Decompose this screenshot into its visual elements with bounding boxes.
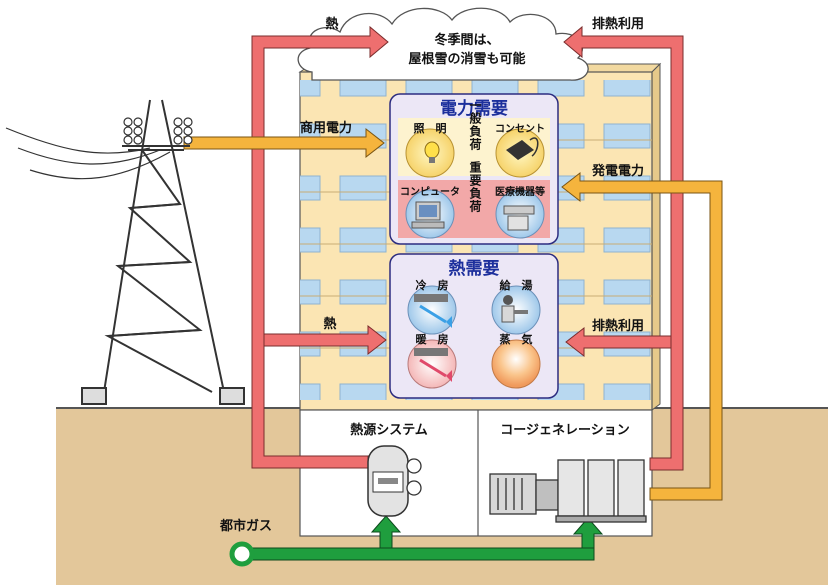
label-exhaust-mid: 排熱利用: [592, 318, 644, 334]
general-load-label: 一般負荷: [468, 99, 482, 151]
item-hot-water: 給 湯: [500, 278, 533, 292]
label-commercial-power: 商用電力: [300, 120, 352, 136]
item-cooling: 冷 房: [416, 278, 449, 292]
item-lighting: 照 明: [414, 122, 447, 135]
heat-source-machine-icon: [367, 445, 422, 517]
lighting-icon: [405, 128, 455, 178]
label-heat-mid: 熱: [323, 316, 336, 332]
power-demand-title: 電力需要: [440, 98, 508, 119]
important-load-label: 重要負荷: [468, 160, 482, 213]
heat-demand-title: 熱需要: [449, 258, 500, 279]
cooling-icon: [407, 285, 457, 335]
room-cogeneration: コージェネレーション: [500, 423, 629, 438]
commercial-power-line: [183, 127, 385, 159]
item-computer: コンピュータ: [400, 186, 460, 198]
cloud-text-line2: 屋根雪の消雪も可能: [408, 51, 525, 67]
insulator-icons: [123, 117, 193, 145]
heat-pipe-left: [251, 25, 389, 469]
outlet-icon: [495, 128, 545, 178]
item-outlet: コンセント: [495, 123, 545, 135]
hot-water-icon: [491, 285, 541, 335]
power-tower-icon: [5, 99, 245, 405]
room-heat-source: 熱源システム: [350, 422, 428, 438]
steam-icon: [491, 339, 541, 389]
gas-pipe: [241, 515, 604, 561]
label-heat-top: 熱: [325, 16, 338, 32]
medical-equipment-icon: [495, 189, 545, 239]
item-heating: 暖 房: [416, 332, 449, 346]
label-city-gas: 都市ガス: [219, 518, 272, 534]
label-generated-power: 発電電力: [591, 163, 644, 179]
exhaust-pipe-right: [563, 25, 684, 471]
generated-power-line: [561, 171, 723, 501]
item-steam: 蒸 気: [500, 332, 533, 346]
cogeneration-engine-icon: [489, 459, 647, 523]
item-medical: 医療機器等: [495, 185, 545, 198]
heating-icon: [407, 339, 457, 389]
label-exhaust-top: 排熱利用: [592, 16, 644, 32]
computer-icon: [405, 189, 455, 239]
gas-inlet-icon: [229, 541, 255, 567]
cloud-text-line1: 冬季間は、: [434, 32, 499, 48]
